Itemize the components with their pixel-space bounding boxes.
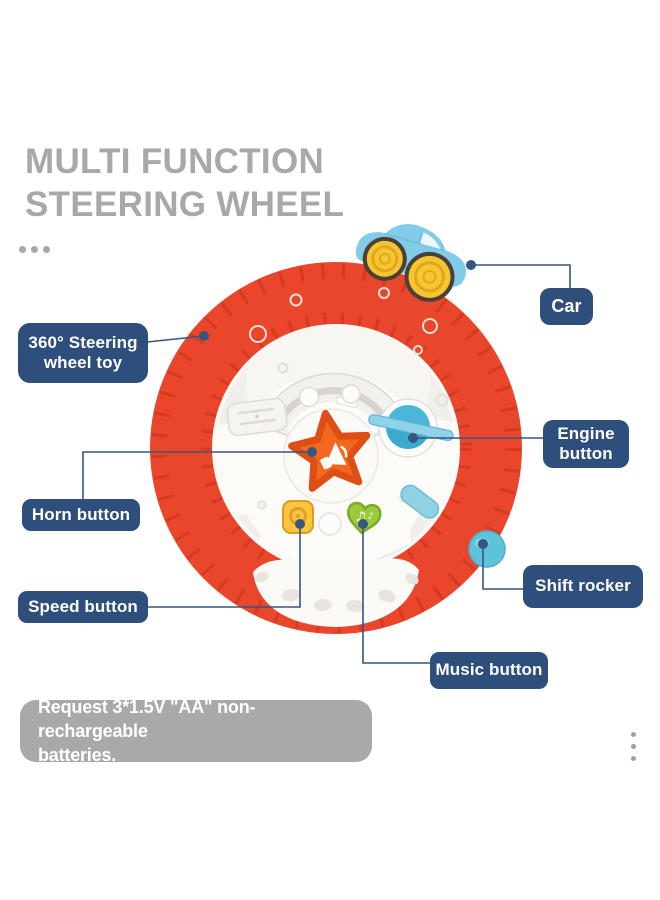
megaphone-icon [320, 442, 348, 470]
speed-callout-line [148, 524, 301, 608]
white-round-button [318, 512, 342, 536]
steering-callout-line [146, 335, 205, 343]
horn-star-button [283, 408, 379, 504]
car-front-wheel [404, 251, 455, 302]
page-title-line1: MULTI FUNCTION [25, 142, 325, 181]
label-car: Car [540, 288, 593, 325]
page-title: MULTI FUNCTION STEERING WHEEL [25, 140, 344, 227]
music-callout-line [362, 524, 430, 664]
label-engine-button: Engine button [543, 420, 629, 468]
steering-callout-dot [199, 331, 209, 341]
car-callout-line [471, 264, 571, 289]
label-speed-button: Speed button [18, 591, 148, 623]
engine-dial [368, 398, 454, 458]
svg-text:♪: ♪ [367, 512, 374, 523]
car-callout-dot [466, 260, 476, 270]
title-ellipsis-icon [19, 246, 50, 253]
shift-rocker-knob [400, 484, 506, 568]
label-360-steering-wheel-toy: 360° Steering wheel toy [18, 323, 148, 383]
horn-callout-dot [307, 447, 317, 457]
music-callout-dot [358, 519, 368, 529]
page-dots-vertical-icon [631, 732, 636, 761]
label-shift-rocker: Shift rocker [523, 565, 643, 608]
label-horn-button: Horn button [22, 499, 140, 531]
shift-callout-line [482, 544, 523, 590]
label-music-button: Music button [430, 652, 548, 689]
horn-callout-line [82, 451, 312, 500]
speed-button [282, 500, 314, 534]
engine-callout-dot [408, 433, 418, 443]
speed-callout-dot [295, 519, 305, 529]
car-illustration [355, 224, 467, 302]
hub-bottom-arc [253, 558, 419, 627]
car-rear-wheel [362, 236, 407, 281]
shifter-plate [226, 397, 288, 437]
shift-callout-dot [478, 539, 488, 549]
battery-requirement-note: Request 3*1.5V "AA" non-rechargeable bat… [20, 697, 372, 765]
page-title-line2: STEERING WHEEL [25, 185, 345, 225]
